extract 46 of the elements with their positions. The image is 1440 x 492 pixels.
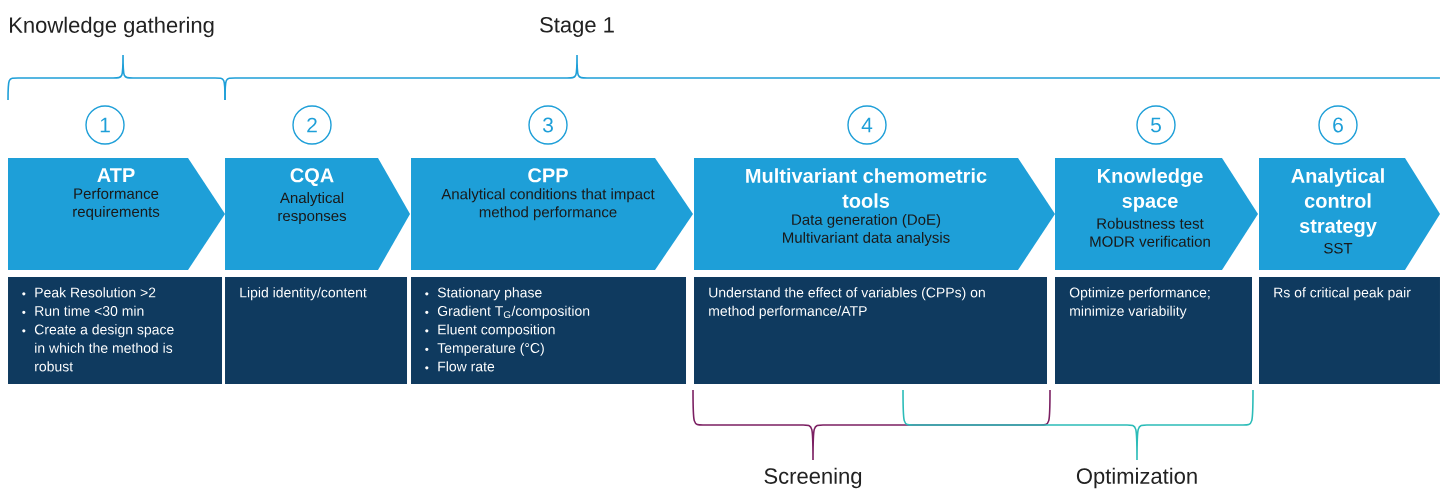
step-number: 2 <box>292 105 332 145</box>
info-box <box>225 277 407 384</box>
step-number: 1 <box>85 105 125 145</box>
box-text: Lipid identity/content <box>240 287 367 301</box>
phase-label: Screening <box>764 467 862 489</box>
list-item: Temperature (°C) <box>437 342 544 356</box>
info-box <box>694 277 1047 384</box>
box-text: Rs of critical peak pair <box>1274 287 1411 301</box>
list-item: Create a design space in which the method is robust <box>34 324 174 372</box>
list-item: Eluent composition <box>438 324 555 338</box>
step-banner <box>8 158 225 270</box>
step-number: 5 <box>1136 105 1176 145</box>
step-heading: ATP <box>97 168 135 182</box>
section-label: Knowledge gathering <box>10 16 214 38</box>
step-description: Data generation (DoE) Multivariant data analysis <box>783 213 950 246</box>
box-text: Understand the effect of variables (CPPs) on method performance/ATP <box>709 287 985 319</box>
step-heading: Knowledge space <box>1098 168 1203 212</box>
info-box <box>411 277 686 384</box>
step-description: Performance requirements <box>73 187 160 220</box>
info-box <box>8 277 222 384</box>
step-description: Analytical conditions that impact method performance <box>441 188 655 221</box>
phase-label: Optimization <box>1076 467 1197 489</box>
step-number: 3 <box>528 105 568 145</box>
list-item: Peak Resolution >2 <box>35 287 156 298</box>
step-banner <box>694 158 1055 270</box>
step-heading: Multivariant chemometric tools <box>746 168 987 208</box>
info-box <box>1259 277 1440 384</box>
section-label: Stage 1 <box>540 17 614 37</box>
step-heading: CQA <box>290 168 334 187</box>
step-number: 6 <box>1318 105 1358 145</box>
list-item: Gradient T$_{G}$/composition <box>437 305 590 319</box>
step-heading: CPP <box>528 168 568 183</box>
box-text: Optimize performance; minimize variability <box>1069 287 1210 319</box>
step-description: Robustness test MODR verification <box>1090 217 1210 247</box>
step-banner <box>1259 158 1440 270</box>
step-banner <box>225 158 410 270</box>
step-banner <box>1055 158 1258 270</box>
step-banner <box>411 158 693 270</box>
step-description: SST <box>1324 242 1353 254</box>
list-item: Run time <30 min <box>35 305 144 316</box>
step-heading: Analytical control strategy <box>1291 168 1384 237</box>
info-box <box>1055 277 1252 384</box>
step-number: 4 <box>847 105 887 145</box>
list-item: Stationary phase <box>437 287 542 301</box>
step-description: Analytical responses <box>278 192 347 225</box>
list-item: Flow rate <box>438 361 495 372</box>
